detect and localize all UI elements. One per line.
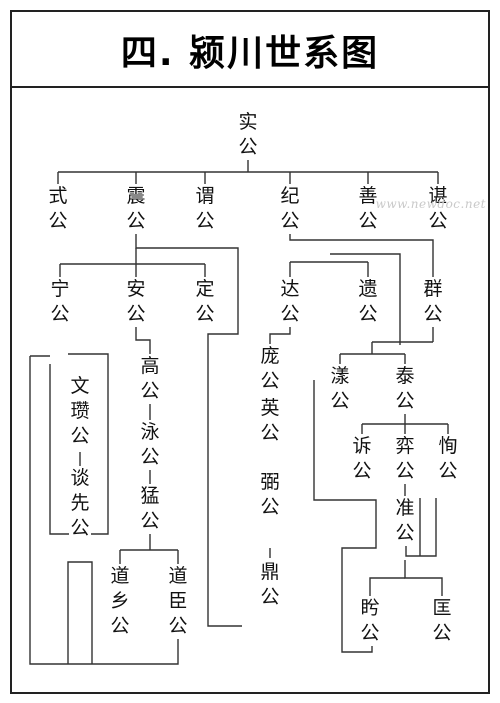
connector-line (404, 560, 443, 596)
node-zhun: 准公 (394, 496, 416, 546)
connector-line (135, 326, 151, 356)
connector-line (330, 253, 401, 345)
connector-line (289, 232, 434, 278)
node-chen: 谌公 (427, 184, 449, 234)
node-kuang: 匡公 (431, 596, 453, 646)
node-an: 安公 (125, 277, 147, 327)
node-shi: 实公 (237, 110, 259, 160)
connector-line (405, 498, 437, 557)
connector-line (49, 353, 109, 535)
connector-line (313, 380, 377, 653)
node-wenzan: 文瓒公 (69, 374, 91, 449)
node-ying: 英公 (259, 396, 281, 446)
node-yi2: 弈公 (394, 434, 416, 484)
node-tai: 泰公 (394, 364, 416, 414)
node-ding2: 鼎公 (259, 560, 281, 610)
node-daoxiang: 道乡公 (109, 564, 131, 639)
connector-line (67, 561, 93, 664)
node-xi: 盻公 (359, 596, 381, 646)
node-daochen: 道臣公 (167, 564, 189, 639)
node-xun: 恂公 (437, 434, 459, 484)
node-su: 诉公 (351, 434, 373, 484)
node-tanxian: 谈先公 (69, 466, 91, 541)
watermark-text: www.newdoc.net (375, 197, 486, 211)
node-bi: 弼公 (259, 470, 281, 520)
node-pang: 庞公 (259, 344, 281, 394)
connector-line (29, 356, 179, 665)
connector-line (369, 577, 405, 596)
node-wei: 谓公 (194, 184, 216, 234)
node-shan: 善公 (357, 184, 379, 234)
page-title: 四. 颍川世系图 (120, 33, 380, 74)
node-shi2: 式公 (47, 184, 69, 234)
node-yang: 漾公 (329, 364, 351, 414)
title-bar: 四. 颍川世系图 (10, 10, 490, 88)
page-frame (10, 10, 490, 694)
node-da: 达公 (279, 277, 301, 327)
node-ji: 纪公 (279, 184, 301, 234)
node-yong: 泳公 (139, 420, 161, 470)
node-gao: 高公 (139, 354, 161, 404)
node-ding: 定公 (194, 277, 216, 327)
node-zhen: 震公 (125, 184, 147, 234)
connector-line (269, 326, 291, 345)
node-ning: 宁公 (49, 277, 71, 327)
node-qun: 群公 (422, 277, 444, 327)
node-yi: 遗公 (357, 277, 379, 327)
node-meng: 猛公 (139, 484, 161, 534)
